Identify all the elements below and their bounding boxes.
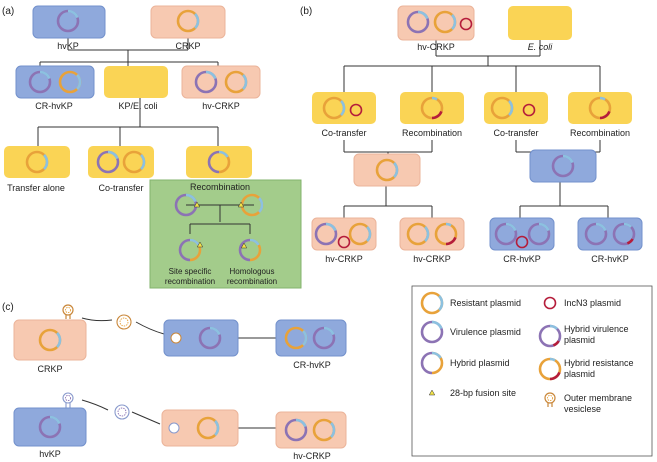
label-hv-crkp-1: hv-CRKP — [325, 254, 363, 264]
cell-recombination-1 — [400, 92, 464, 124]
label-ecoli: E. coli — [528, 42, 554, 52]
cell-recipient-hvkp — [529, 149, 597, 183]
panel-label-b: (b) — [300, 6, 312, 17]
panel-b-connectors — [343, 40, 609, 218]
panel-b: (b) hv-CRKP E. coli Co-transfer Recombin… — [300, 5, 643, 264]
label-crkp: CRKP — [175, 41, 200, 51]
panel-label-a: (a) — [2, 6, 14, 17]
label-hv-crkp-top: hv-CRKP — [417, 42, 455, 52]
label-homologous-1: Homologous — [230, 267, 275, 276]
free-vesicle-icon — [114, 404, 130, 420]
label-recombination-2: Recombination — [570, 128, 630, 138]
label-cr-hvkp-c: CR-hvKP — [293, 360, 331, 370]
cell-cr-hvkp-2 — [577, 217, 643, 251]
label-co-transfer-1: Co-transfer — [321, 128, 366, 138]
outer-membrane-vesicle-icon — [62, 392, 74, 408]
panel-label-c: (c) — [2, 302, 14, 313]
label-crkp-c: CRKP — [37, 364, 62, 374]
legend-omv-2: vesiclese — [564, 404, 601, 414]
cell-crkp-recipient-c — [161, 409, 239, 447]
legend-hybrid-virulence-1: Hybrid virulence — [564, 324, 629, 334]
label-cr-hvkp: CR-hvKP — [35, 101, 73, 111]
legend-hybrid-virulence-2: plasmid — [564, 335, 595, 345]
free-vesicle-icon — [116, 314, 132, 330]
label-hv-crkp-2: hv-CRKP — [413, 254, 451, 264]
legend-omv-1: Outer membrane — [564, 393, 632, 403]
outer-membrane-vesicle-icon — [62, 304, 74, 320]
label-co-transfer: Co-transfer — [98, 183, 143, 193]
cell-cr-hvkp-1 — [489, 217, 555, 251]
cell-hvkp — [32, 5, 106, 39]
label-cr-hvkp-1: CR-hvKP — [503, 254, 541, 264]
legend-fusion-site: 28-bp fusion site — [450, 388, 516, 398]
label-co-transfer-2: Co-transfer — [493, 128, 538, 138]
label-recombination-1: Recombination — [402, 128, 462, 138]
cell-kp-ecoli — [104, 66, 168, 98]
label-kp-ecoli: KP/E. coli — [118, 101, 157, 111]
cell-hvkp-c — [13, 407, 87, 447]
legend-box — [411, 285, 653, 457]
cell-co-transfer-2 — [484, 92, 548, 124]
cell-recipient-crkp — [353, 153, 421, 187]
panel-a: (a) hvKP CRKP CR-hvKP KP/E. coli hv-C — [2, 5, 302, 289]
cell-hv-crkp-2 — [399, 217, 465, 251]
label-recombination: Recombination — [190, 182, 250, 192]
cell-crkp-c — [13, 319, 87, 361]
label-hv-crkp-c: hv-CRKP — [293, 451, 331, 461]
label-site-specific-1: Site specific — [169, 267, 212, 276]
cell-recombination — [186, 146, 252, 178]
legend-hybrid-resistance-2: plasmid — [564, 369, 595, 379]
cell-transfer-alone — [4, 146, 70, 178]
cell-recombination-2 — [568, 92, 632, 124]
legend-hybrid-resistance-1: Hybrid resistance — [564, 358, 634, 368]
legend: Resistant plasmid Virulence plasmid Hybr… — [411, 285, 653, 457]
label-transfer-alone: Transfer alone — [7, 183, 65, 193]
cell-crkp — [150, 5, 226, 39]
label-hvkp: hvKP — [57, 41, 79, 51]
cell-hv-crkp — [181, 65, 261, 99]
label-hvkp-c: hvKP — [39, 449, 61, 459]
panel-c-connectors — [81, 317, 276, 429]
legend-hybrid: Hybrid plasmid — [450, 358, 510, 368]
legend-resistant: Resistant plasmid — [450, 298, 521, 308]
recombination-detail-panel — [149, 179, 302, 289]
legend-incn3: IncN3 plasmid — [564, 298, 621, 308]
label-site-specific-2: recombination — [165, 277, 215, 286]
cell-cr-hvkp — [15, 65, 95, 99]
label-hv-crkp: hv-CRKP — [202, 101, 240, 111]
panel-c: (c) CRKP CR-hvKP — [2, 302, 347, 461]
legend-virulence: Virulence plasmid — [450, 327, 521, 337]
label-cr-hvkp-2: CR-hvKP — [591, 254, 629, 264]
label-homologous-2: recombination — [227, 277, 277, 286]
cell-hv-crkp-1 — [311, 217, 377, 251]
cell-ecoli — [508, 6, 572, 40]
